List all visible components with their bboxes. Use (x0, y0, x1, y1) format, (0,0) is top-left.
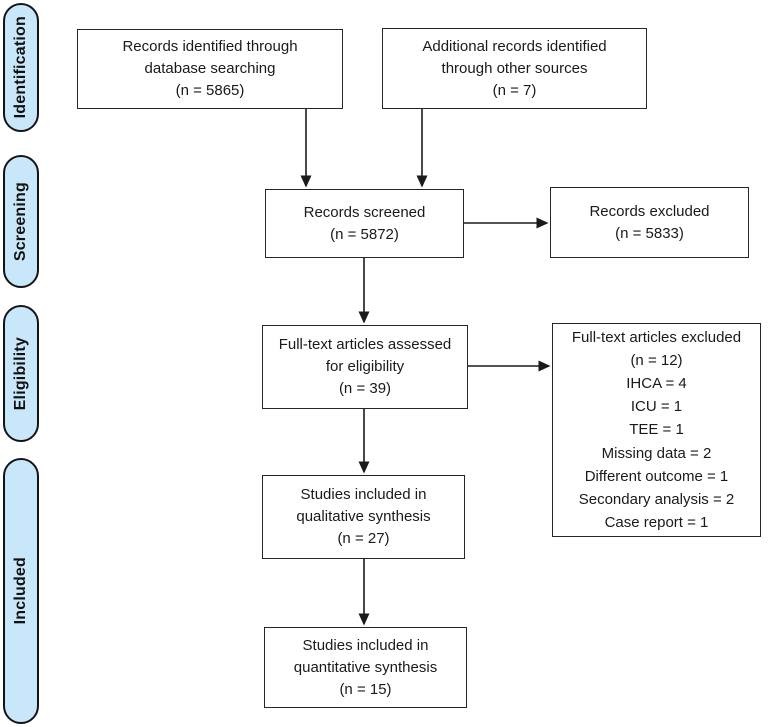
box-line: Studies included in (300, 486, 427, 503)
box-line: Missing data = 2 (601, 444, 712, 462)
stage-label-included: Included (12, 557, 29, 625)
box-line: TEE = 1 (629, 421, 684, 439)
box-line: through other sources (441, 59, 588, 77)
box-line: Studies included in (302, 636, 429, 654)
box-line: (n = 39) (338, 380, 392, 397)
box-line: quantitative synthesis (293, 658, 438, 676)
box-line: (n = 5872) (330, 225, 399, 243)
box-line: Records identified through (122, 38, 298, 55)
box-records-screened: Records screened (n = 5872) (265, 189, 464, 258)
stage-label-screening: Screening (12, 181, 29, 262)
box-qualitative-synthesis: Studies included in qualitative synthesi… (262, 475, 465, 559)
box-records-identified-database: Records identified through database sear… (77, 29, 343, 109)
stage-pill-identification: Identification (3, 3, 39, 132)
box-line: for eligibility (325, 358, 405, 375)
box-line: Additional records identified (422, 37, 607, 55)
box-fulltext-excluded: Full-text articles excluded (n = 12) IHC… (552, 323, 761, 537)
box-fulltext-assessed: Full-text articles assessed for eligibil… (262, 325, 468, 409)
box-line: (n = 5833) (615, 224, 684, 242)
box-line: Case report = 1 (604, 514, 709, 532)
box-additional-records-other-sources: Additional records identified through ot… (382, 28, 647, 109)
box-line: ICU = 1 (630, 398, 683, 416)
box-line: database searching (144, 60, 276, 77)
stage-pill-included: Included (3, 458, 39, 724)
box-line: (n = 12) (630, 351, 683, 369)
box-line: (n = 5865) (175, 82, 245, 99)
box-line: Full-text articles excluded (571, 328, 742, 346)
stage-pill-eligibility: Eligibility (3, 305, 39, 442)
stage-label-eligibility: Eligibility (12, 336, 29, 411)
box-line: qualitative synthesis (296, 508, 431, 525)
box-line: (n = 15) (339, 680, 392, 698)
box-line: Secondary analysis = 2 (578, 491, 735, 508)
box-line: Full-text articles assessed (278, 336, 452, 353)
box-line: Different outcome = 1 (584, 467, 729, 485)
box-quantitative-synthesis: Studies included in quantitative synthes… (264, 627, 467, 708)
stage-pill-screening: Screening (3, 155, 39, 288)
box-line: Records screened (303, 203, 426, 221)
box-records-excluded: Records excluded (n = 5833) (550, 187, 749, 258)
box-line: IHCA = 4 (626, 374, 687, 392)
box-line: (n = 27) (337, 530, 390, 547)
box-line: (n = 7) (492, 81, 537, 99)
box-line: Records excluded (589, 202, 710, 220)
stage-label-identification: Identification (12, 16, 29, 119)
